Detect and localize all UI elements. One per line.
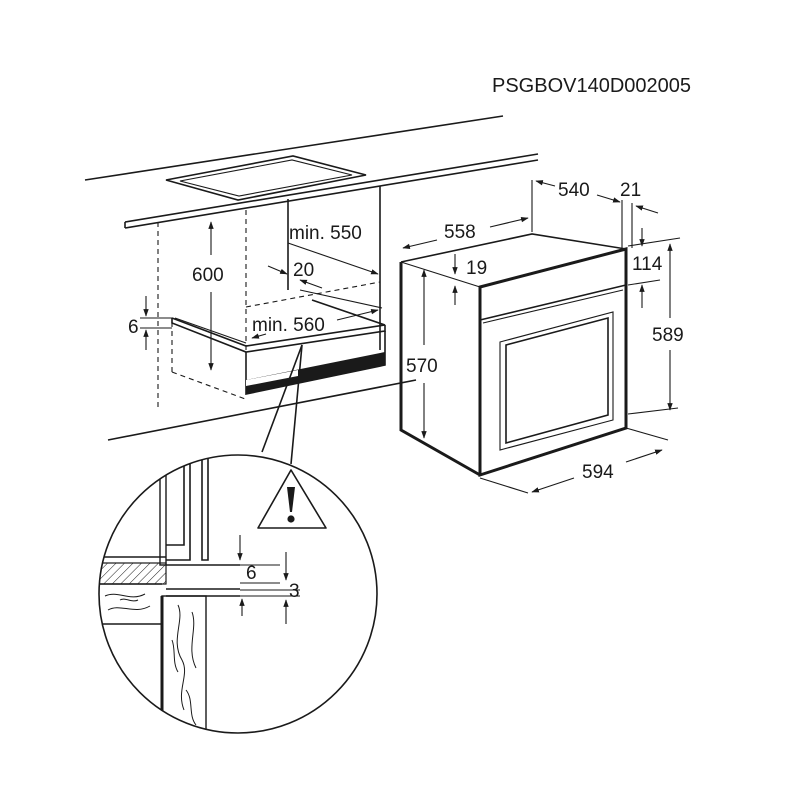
label-540: 540 bbox=[558, 180, 590, 201]
oven bbox=[399, 233, 628, 478]
label-589: 589 bbox=[652, 325, 684, 346]
label-min-550: min. 550 bbox=[289, 223, 362, 244]
label-19: 19 bbox=[466, 258, 487, 279]
label-600: 600 bbox=[192, 265, 224, 286]
detail-circle: 6 3 bbox=[98, 454, 378, 734]
label-594: 594 bbox=[582, 462, 614, 483]
label-21: 21 bbox=[620, 180, 641, 201]
label-detail-6: 6 bbox=[246, 563, 257, 584]
label-detail-3: 3 bbox=[289, 581, 300, 602]
dim-589: 589 bbox=[627, 243, 684, 415]
label-570: 570 bbox=[406, 356, 438, 377]
dim-594: 594 bbox=[479, 427, 669, 494]
dim-570: 570 bbox=[406, 269, 438, 439]
warning-triangle-icon bbox=[257, 469, 327, 529]
label-shelf-6: 6 bbox=[128, 317, 139, 338]
dim-min-550: min. 550 bbox=[287, 223, 379, 275]
dim-558: 558 bbox=[402, 216, 529, 250]
dim-20: 20 bbox=[267, 260, 323, 289]
cabinet bbox=[107, 186, 417, 441]
dim-shelf-6: 6 bbox=[128, 296, 172, 350]
label-114: 114 bbox=[632, 254, 663, 275]
dim-540: 540 bbox=[531, 180, 621, 232]
label-min-560: min. 560 bbox=[252, 315, 325, 336]
dim-600: 600 bbox=[192, 221, 224, 371]
worktop bbox=[84, 115, 539, 229]
detail-callout-lines bbox=[261, 344, 303, 465]
dim-114: 114 bbox=[627, 228, 681, 308]
model-code: PSGBOV140D002005 bbox=[492, 75, 691, 97]
label-20: 20 bbox=[293, 260, 314, 281]
label-558: 558 bbox=[444, 222, 476, 243]
dim-min-560: min. 560 bbox=[251, 309, 379, 339]
dim-21: 21 bbox=[620, 180, 659, 248]
dim-19: 19 bbox=[452, 254, 487, 305]
